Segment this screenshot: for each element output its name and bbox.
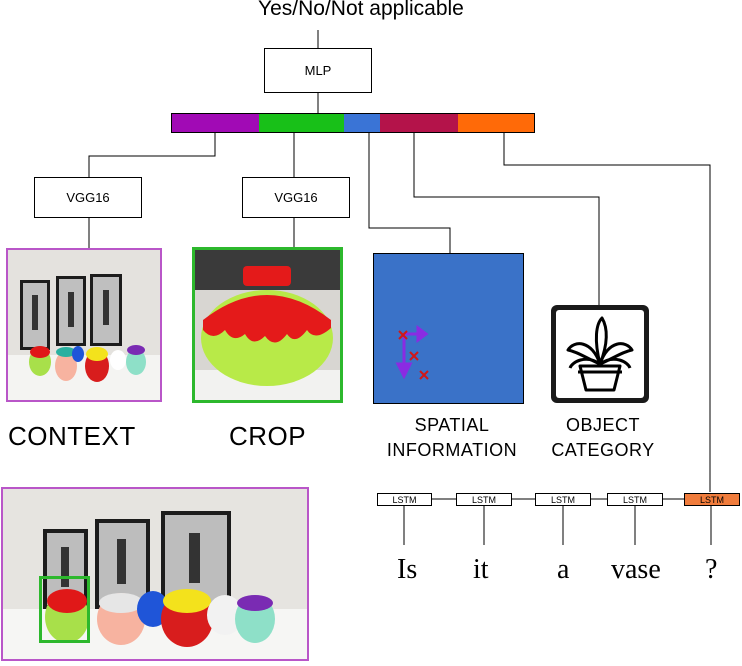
crop-bounding-box (39, 576, 90, 643)
spatial-information-label: SPATIAL INFORMATION (374, 413, 530, 463)
object-label-line2: CATEGORY (551, 440, 655, 460)
vase-crop-icon (195, 250, 340, 400)
crop-feature-segment (259, 114, 345, 132)
spatial-feature-segment (344, 114, 381, 132)
question-word-2: it (473, 554, 489, 585)
spatial-label-line1: SPATIAL (414, 415, 490, 435)
spatial-information-box (373, 253, 524, 404)
context-image (6, 248, 162, 402)
object-category-icon (551, 305, 649, 403)
feature-concat-bar (171, 113, 535, 133)
lstm-cell-5: LSTM (684, 493, 740, 506)
potted-plant-icon (566, 316, 634, 392)
full-gallery-photo-icon (3, 489, 307, 659)
crop-image (192, 247, 343, 403)
question-feature-segment (458, 114, 534, 132)
question-word-3: a (557, 554, 570, 585)
full-scene-image (1, 487, 309, 661)
vgg16-crop-box: VGG16 (242, 177, 350, 218)
lstm-cell-4: LSTM (607, 493, 663, 506)
lstm-cell-3: LSTM (535, 493, 591, 506)
lstm-cell-1: LSTM (377, 493, 432, 506)
mlp-box: MLP (264, 48, 372, 93)
object-label-line1: OBJECT (565, 415, 640, 435)
lstm-cell-2: LSTM (456, 493, 512, 506)
question-word-5: ? (705, 554, 718, 585)
spatial-label-line2: INFORMATION (386, 440, 518, 460)
question-word-1: Is (397, 554, 418, 585)
gallery-photo-icon (8, 250, 160, 400)
question-word-4: vase (611, 554, 661, 585)
category-feature-segment (380, 114, 459, 132)
context-feature-segment (172, 114, 260, 132)
output-label: Yes/No/Not applicable (258, 0, 464, 20)
crop-label: CROP (229, 421, 307, 451)
vgg16-context-box: VGG16 (34, 177, 142, 218)
spatial-arrows-icon (395, 325, 429, 380)
context-label: CONTEXT (8, 421, 136, 451)
object-category-label: OBJECT CATEGORY (538, 413, 668, 463)
